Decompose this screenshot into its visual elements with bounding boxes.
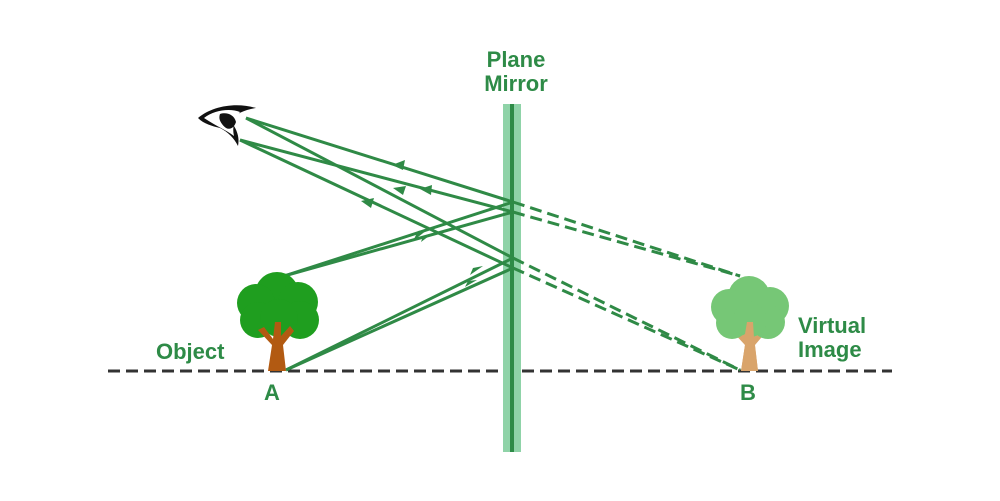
plane-mirror (503, 104, 521, 452)
reflected-ray-3 (245, 116, 514, 260)
reflected-ray-2 (239, 138, 514, 214)
eye-icon (198, 105, 256, 146)
mirror-label-line1: Plane (486, 47, 546, 72)
incident-ray-top-2 (283, 210, 514, 278)
arrow-incident-2 (421, 233, 433, 242)
mirror-label-line2: Mirror (484, 71, 548, 96)
arrow-incident-1 (413, 230, 427, 241)
virtual-image-label: Virtual Image (798, 314, 866, 362)
reflected-rays (239, 116, 514, 270)
reflected-ray-1 (245, 116, 514, 204)
arrow-reflected-1 (392, 160, 405, 170)
arrow-incident-4 (465, 280, 477, 287)
ray-arrowheads (361, 160, 483, 287)
point-a-label: A (264, 380, 280, 405)
arrow-reflected-3 (393, 186, 406, 195)
object-label: Object (156, 339, 225, 364)
arrow-reflected-2 (420, 185, 432, 195)
incident-ray-base-1 (285, 256, 514, 372)
virtual-image-label-line1: Virtual (798, 313, 867, 338)
reflected-ray-4 (239, 138, 514, 270)
virtual-image-label-line2: Image (798, 337, 862, 362)
object-tree-icon (237, 272, 319, 371)
virtual-image-tree-icon (711, 276, 789, 371)
arrow-incident-3 (470, 266, 483, 275)
point-b-label: B (740, 380, 756, 405)
incident-rays (283, 200, 514, 372)
incident-ray-base-2 (285, 266, 514, 372)
incident-ray-top-1 (283, 200, 514, 278)
arrow-reflected-4 (361, 198, 374, 208)
virtual-ray-extensions (512, 200, 741, 372)
mirror-label: Plane Mirror (466, 48, 566, 96)
